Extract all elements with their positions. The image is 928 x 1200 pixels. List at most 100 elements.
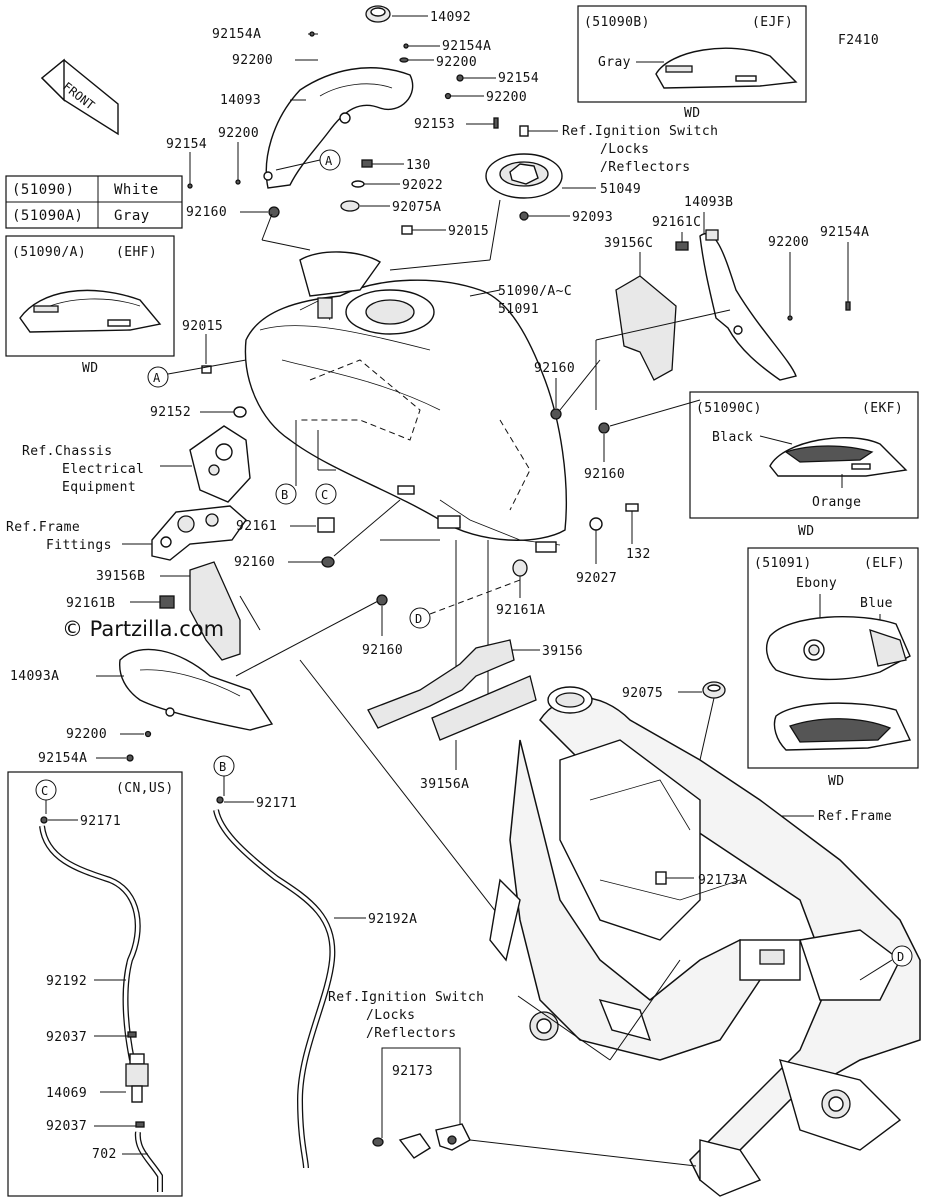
callout-b-hose-label: B bbox=[219, 760, 226, 774]
ref-frame: Ref.Frame bbox=[818, 809, 892, 824]
ref-chassis-2: Electrical bbox=[62, 462, 144, 477]
label-92160-c: 92160 bbox=[584, 467, 625, 482]
label-92093: 92093 bbox=[572, 210, 613, 225]
hose-box: (CN,US) C 92171 92192 92037 14069 92037 … bbox=[7, 771, 183, 1197]
inset-ekf-code: (51090C) bbox=[696, 401, 762, 416]
label-92160-b: 92160 bbox=[534, 361, 575, 376]
label-92171-c: 92171 bbox=[80, 814, 121, 829]
inset-ejf-caption: WD bbox=[684, 106, 700, 121]
pad-39156B-part bbox=[189, 561, 241, 661]
upper-cover-part bbox=[263, 67, 414, 189]
callout-c-hose-label: C bbox=[41, 784, 48, 798]
watermark: © Partzilla.com bbox=[62, 617, 224, 641]
label-92200-r: 92200 bbox=[436, 55, 477, 70]
label-702: 702 bbox=[92, 1147, 117, 1162]
front-arrow-icon: FRONT bbox=[40, 58, 119, 136]
color-table-color-1: White bbox=[114, 182, 159, 198]
label-92200-b: 92200 bbox=[768, 235, 809, 250]
inset-elf-color1: Ebony bbox=[796, 576, 837, 591]
inset-elf-region: (ELF) bbox=[864, 556, 905, 571]
inset-ehf-code: (51090/A) bbox=[12, 245, 86, 260]
label-92161: 92161 bbox=[236, 519, 277, 534]
label-92022: 92022 bbox=[402, 178, 443, 193]
label-92160-d: 92160 bbox=[234, 555, 275, 570]
inset-ehf-caption: WD bbox=[82, 361, 98, 376]
inset-ekf: (51090C) (EKF) Black Orange bbox=[689, 391, 919, 519]
label-92075: 92075 bbox=[622, 686, 663, 701]
label-92200-r2: 92200 bbox=[486, 90, 527, 105]
fuel-tank-part bbox=[244, 251, 567, 553]
inset-ejf-color: Gray bbox=[598, 55, 631, 70]
label-14093A: 14093A bbox=[10, 669, 59, 684]
label-92154-r: 92154 bbox=[498, 71, 539, 86]
label-14093B: 14093B bbox=[684, 195, 733, 210]
frame-part bbox=[489, 686, 921, 1197]
callout-d-right-label: D bbox=[897, 950, 904, 964]
label-92192: 92192 bbox=[46, 974, 87, 989]
label-92037-b: 92037 bbox=[46, 1119, 87, 1134]
callout-a-left bbox=[147, 366, 169, 388]
inset-ejf-code: (51090B) bbox=[584, 15, 650, 30]
ref-ignition-bottom-2: /Locks bbox=[366, 1008, 415, 1023]
label-92200-l: 92200 bbox=[218, 126, 259, 141]
label-14093: 14093 bbox=[220, 93, 261, 108]
label-92161A: 92161A bbox=[496, 603, 545, 618]
label-92161C: 92161C bbox=[652, 215, 701, 230]
label-130: 130 bbox=[406, 158, 431, 173]
label-132: 132 bbox=[626, 547, 651, 562]
label-92192A: 92192A bbox=[368, 912, 417, 927]
color-table-code-2: (51090A) bbox=[12, 208, 83, 224]
color-table-code-1: (51090) bbox=[12, 182, 75, 198]
color-table: (51090) White (51090A) Gray bbox=[5, 175, 183, 229]
label-92160-a: 92160 bbox=[186, 205, 227, 220]
label-92154A-b: 92154A bbox=[820, 225, 869, 240]
callout-c-mid bbox=[315, 483, 337, 505]
ref-chassis-3: Equipment bbox=[62, 480, 136, 495]
callout-b-mid-label: B bbox=[281, 488, 288, 502]
label-39156A: 39156A bbox=[420, 777, 469, 792]
callout-a-top-label: A bbox=[325, 154, 333, 168]
label-92075A: 92075A bbox=[392, 200, 441, 215]
ref-ignition-top-3: /Reflectors bbox=[600, 160, 691, 175]
inset-ejf: (51090B) (EJF) Gray bbox=[577, 5, 807, 103]
side-cover-14093A-part bbox=[119, 648, 274, 731]
label-92154A-r: 92154A bbox=[442, 39, 491, 54]
color-table-color-2: Gray bbox=[114, 208, 150, 224]
inset-elf-caption: WD bbox=[828, 774, 844, 789]
inset-ehf: (51090/A) (EHF) bbox=[5, 235, 175, 357]
electrical-bracket-part bbox=[189, 425, 251, 503]
figure-code: F2410 bbox=[838, 33, 879, 48]
pad-39156C-part bbox=[615, 275, 677, 381]
label-92037-a: 92037 bbox=[46, 1030, 87, 1045]
callout-b-mid bbox=[275, 483, 297, 505]
ref-chassis-1: Ref.Chassis bbox=[22, 444, 113, 459]
pad-39156-part bbox=[367, 639, 537, 741]
inset-ejf-region: (EJF) bbox=[752, 15, 793, 30]
inset-elf-code: (51091) bbox=[754, 556, 812, 571]
fuel-cap-part bbox=[365, 5, 391, 23]
label-92153: 92153 bbox=[414, 117, 455, 132]
label-14092: 14092 bbox=[430, 10, 471, 25]
ref-ignition-bottom-1: Ref.Ignition Switch bbox=[328, 990, 484, 1005]
label-92173A: 92173A bbox=[698, 873, 747, 888]
callout-c-mid-label: C bbox=[321, 488, 328, 502]
filler-cap-assembly-part bbox=[485, 125, 563, 199]
ref-ignition-top-2: /Locks bbox=[600, 142, 649, 157]
label-92015-b: 92015 bbox=[182, 319, 223, 334]
inset-ekf-color1: Black bbox=[712, 430, 753, 445]
label-92173: 92173 bbox=[392, 1064, 433, 1079]
label-92200-c: 92200 bbox=[66, 727, 107, 742]
label-39156B: 39156B bbox=[96, 569, 145, 584]
label-51091: 51091 bbox=[498, 302, 539, 317]
ref-frame-fittings-2: Fittings bbox=[46, 538, 112, 553]
label-92154-l: 92154 bbox=[166, 137, 207, 152]
label-51090AC: 51090/A~C bbox=[498, 284, 572, 299]
label-51049: 51049 bbox=[600, 182, 641, 197]
ref-ignition-bottom-3: /Reflectors bbox=[366, 1026, 457, 1041]
label-92200-top: 92200 bbox=[232, 53, 273, 68]
inset-ekf-region: (EKF) bbox=[862, 401, 903, 416]
callout-a-left-label: A bbox=[153, 371, 161, 385]
label-14069: 14069 bbox=[46, 1086, 87, 1101]
inset-elf: (51091) (ELF) Ebony Blue bbox=[747, 547, 919, 769]
